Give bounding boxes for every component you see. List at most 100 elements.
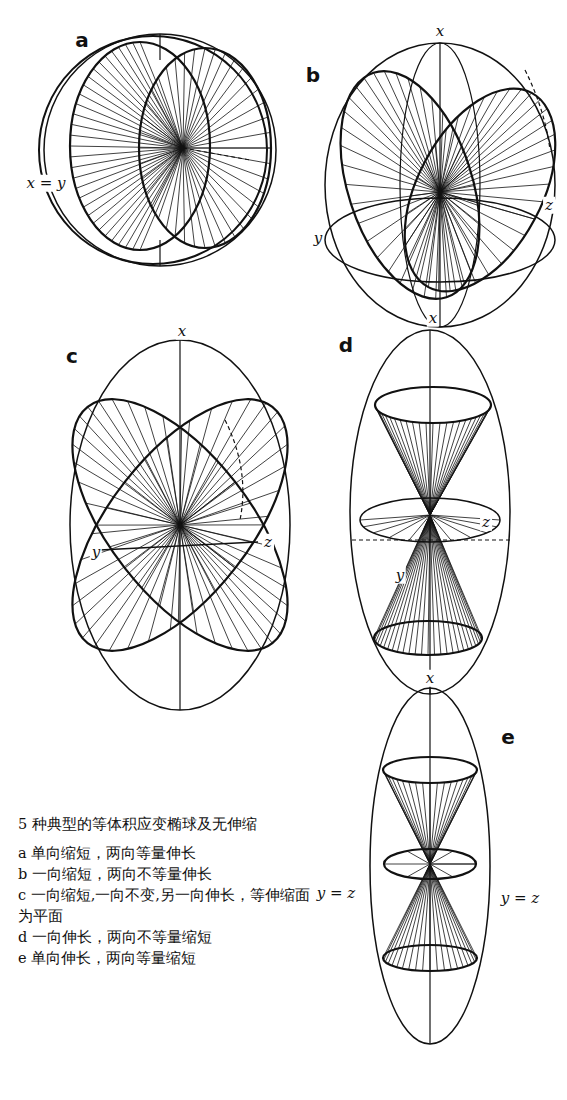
generator-line: [183, 89, 258, 148]
generator-line: [430, 407, 491, 515]
ellipsoid-rim: [39, 36, 267, 264]
generator-line: [440, 192, 502, 264]
generator-line: [430, 515, 471, 538]
generator-line: [430, 515, 431, 542]
generator-line: [180, 525, 248, 651]
generator-line: [374, 515, 430, 638]
generator-line: [396, 73, 440, 192]
generator-line: [430, 409, 489, 515]
generator-line: [183, 148, 205, 248]
generator-line: [183, 59, 235, 148]
generator-line: [93, 148, 183, 223]
generator-line: [430, 423, 433, 515]
generator-line: [380, 515, 430, 646]
panel-letter: c: [64, 345, 80, 367]
generator-line: [183, 148, 185, 243]
generator-line: [405, 192, 440, 230]
generator-line: [407, 192, 440, 213]
generator-line: [430, 783, 431, 864]
generator-line: [430, 417, 476, 515]
generator-line: [397, 779, 430, 864]
ellipsoid-e: [370, 688, 490, 1044]
generator-line: [405, 192, 440, 246]
generator-line: [72, 148, 184, 168]
generator-line: [183, 148, 235, 237]
cone-base: [375, 387, 491, 423]
generator-line: [430, 864, 431, 971]
generator-line: [430, 515, 441, 655]
axis-label: x: [427, 310, 439, 327]
generator-line: [180, 525, 232, 649]
generator-line: [79, 148, 183, 198]
generator-line: [428, 192, 440, 287]
generator-line: [416, 782, 431, 864]
generator-line: [430, 864, 437, 971]
generator-line: [180, 516, 268, 525]
generator-line: [180, 525, 235, 568]
ellipsoid-b: [315, 43, 567, 327]
meridian-ellipse: [400, 43, 480, 327]
caption-item: e 单向伸长，两向等量缩短: [18, 948, 318, 969]
generator-line: [440, 192, 463, 289]
generator-line: [392, 864, 430, 966]
ellipsoid-outline: [70, 340, 290, 710]
caption-item: c 一向缩短,一向不变,另一向伸长，等伸缩面为平面: [18, 885, 318, 927]
generator-line: [125, 148, 183, 248]
generator-line: [420, 192, 440, 281]
generator-line: [430, 405, 491, 515]
generator-line: [105, 148, 183, 236]
generator-line: [395, 419, 431, 516]
no-stretch-cone: [315, 54, 506, 317]
generator-line: [81, 525, 180, 560]
generator-line: [430, 515, 435, 655]
generator-line: [94, 525, 180, 647]
generator-line: [133, 43, 183, 148]
generator-line: [183, 148, 271, 149]
caption-item: a 单向缩短，两向等量伸长: [18, 843, 318, 864]
ellipsoid-c: [32, 340, 327, 710]
panel-letter: a: [73, 29, 91, 51]
generator-line: [375, 405, 430, 515]
generator-line: [430, 515, 452, 541]
generator-line: [180, 444, 288, 525]
generator-line: [430, 783, 437, 864]
generator-line: [430, 772, 476, 864]
generator-line: [407, 851, 430, 864]
panel-letter: b: [304, 64, 322, 86]
generator-line: [183, 148, 264, 193]
axis-label: y: [90, 544, 102, 561]
generator-line: [440, 91, 497, 192]
generator-line: [183, 148, 268, 179]
generator-line: [430, 864, 453, 877]
ellipsoid-d: [350, 330, 510, 694]
generator-line: [93, 69, 183, 148]
generator-line: [430, 421, 460, 515]
generator-line: [430, 413, 484, 515]
generator-line: [430, 864, 445, 970]
generator-line: [148, 525, 180, 642]
generator-line: [356, 86, 440, 192]
generator-line: [440, 120, 552, 192]
axis-label: y: [394, 567, 406, 584]
generator-line: [183, 148, 225, 243]
generator-line: [408, 515, 430, 541]
generator-line: [180, 525, 261, 649]
caption-item: b 一向缩短，两向不等量伸长: [18, 864, 318, 885]
generator-line: [170, 525, 180, 629]
generator-line: [430, 781, 458, 865]
axis-label: x: [434, 23, 446, 40]
caption-block: 5 种典型的等体积应变椭球及无伸缩a 单向缩短，两向等量伸长b 一向缩短，两向不…: [18, 814, 318, 969]
generator-line: [388, 864, 430, 964]
generator-line: [75, 525, 180, 624]
generator-line: [145, 407, 180, 525]
generator-line: [430, 515, 447, 654]
axis-label: z: [480, 514, 492, 531]
generator-line: [430, 420, 466, 515]
generator-line: [180, 525, 286, 621]
generator-line: [183, 49, 215, 148]
generator-line: [183, 103, 264, 148]
generator-line: [183, 148, 252, 219]
generator-line: [388, 192, 440, 272]
generator-line: [390, 417, 430, 515]
ellipsoid-a: [39, 34, 276, 266]
